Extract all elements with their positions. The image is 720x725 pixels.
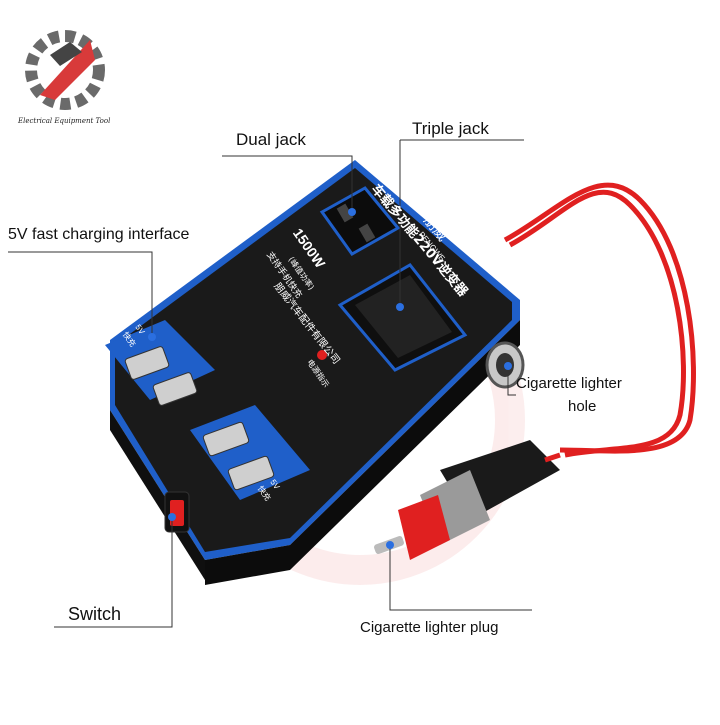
cigarette-lighter-plug [374,440,561,560]
label-cigarette-plug: Cigarette lighter plug [360,619,499,636]
callout-lines [8,139,532,628]
power-cable [503,182,696,458]
label-switch: Switch [68,604,122,624]
label-dual-jack: Dual jack [236,130,306,149]
logo-gear-icon [25,30,105,110]
rocker-switch [164,491,190,533]
label-cigarette-hole-line1: Cigarette lighter [516,375,622,392]
dual-jack [319,186,401,256]
power-indicator-icon [317,350,327,360]
logo-text: Electrical Equipment Tool [18,117,111,125]
usb-panel-bottom [190,405,310,500]
triple-jack [337,263,468,372]
usb-panel-top [105,320,215,406]
label-cigarette-hole-line2: hole [568,398,597,415]
label-triple-jack: Triple jack [412,119,489,138]
callout-dots [148,208,512,549]
label-fast-charge: 5V fast charging interface [8,226,190,243]
